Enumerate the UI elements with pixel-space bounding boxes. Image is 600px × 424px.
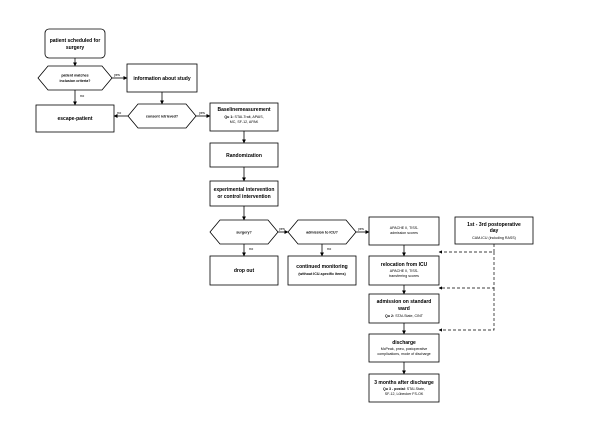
label-yes-inclusion: yes: [114, 73, 120, 77]
scheduled-line2: surgery: [66, 45, 85, 51]
icu-text: admission to ICU?: [306, 231, 338, 235]
postop-line3: CAM-ICU (including RASS): [472, 236, 516, 240]
escape-text: escape-patient: [57, 116, 92, 122]
apache-line1: APACHE II, TISS-: [390, 226, 419, 230]
info-text: information about study: [133, 76, 190, 82]
svg-text:Qu 1: STAI-Trait, APAIS,: Qu 1: STAI-Trait, APAIS,: [224, 115, 263, 119]
baseline-line2: MC, SF-12, APAK: [230, 120, 259, 124]
node-escape: escape-patient: [35, 104, 115, 133]
postop-line2: day: [490, 228, 499, 234]
node-intervention: experimental intervention or control int…: [209, 180, 279, 207]
inclusion-line1: patient matches: [61, 74, 88, 78]
node-baseline: Baselinemeasurement Qu 1: STAI-Trait, AP…: [209, 102, 279, 132]
surgery-text: surgery?: [236, 231, 251, 235]
node-randomization: Randomization: [209, 142, 279, 168]
node-consent-decision: consent retrieved?: [127, 103, 197, 129]
node-scheduled: patient scheduled for surgery: [44, 28, 106, 59]
ward-line2: ward: [397, 306, 410, 312]
edge-labels: yes no no yes yes no yes no: [80, 73, 364, 251]
relocation-line2: transferring scores: [389, 274, 419, 278]
relocation-title: relocation from ICU: [381, 262, 428, 268]
monitoring-line1: continued monitoring: [296, 264, 347, 270]
node-monitoring: continued monitoring (without ICU-specif…: [287, 255, 357, 286]
label-no-inclusion: no: [80, 94, 84, 98]
baseline-line1: STAI-Trait, APAIS,: [234, 115, 264, 119]
node-surgery-decision: surgery?: [209, 219, 279, 245]
node-months: 3 months after discharge Qu 3 - postal: …: [368, 373, 440, 403]
ward-line3: STAI-State, CINT: [394, 314, 423, 318]
label-no-consent: no: [117, 111, 121, 115]
consent-text: consent retrieved?: [146, 115, 178, 119]
discharge-title: discharge: [392, 340, 416, 346]
baseline-title: Baselinemeasurement: [217, 107, 270, 113]
svg-text:Qu 2: STAI-State, CINT: Qu 2: STAI-State, CINT: [385, 314, 424, 318]
node-discharge: discharge McPeak, pneu, postoperative co…: [368, 333, 440, 363]
apache-line2: admission scores: [390, 231, 418, 235]
discharge-line2: complications, mode of discharge: [377, 352, 430, 356]
node-ward: admission on standard ward Qu 2: STAI-St…: [368, 293, 440, 324]
discharge-line1: McPeak, pneu, postoperative: [381, 347, 428, 351]
svg-text:Qu 3 - postal: STAI-State,: Qu 3 - postal: STAI-State,: [383, 387, 425, 391]
baseline-qu1: Qu 1:: [224, 115, 233, 119]
label-no-surgery: no: [249, 247, 253, 251]
months-title: 3 months after discharge: [374, 380, 434, 386]
intervention-line2: or control intervention: [217, 194, 270, 200]
edge-postop-relocation: [438, 252, 495, 290]
dropout-text: drop out: [234, 268, 255, 274]
months-line1: : STAI-State,: [405, 387, 425, 391]
label-yes-surgery: yes: [279, 227, 285, 231]
scheduled-line1: patient scheduled for: [50, 38, 101, 44]
months-line2: SF-12, Lübecker FS-OK: [385, 392, 424, 396]
edge-postop-apache: [438, 244, 495, 254]
intervention-line1: experimental intervention: [214, 187, 275, 193]
ward-line1: admission on standard: [377, 299, 432, 305]
inclusion-line2: inclusion criteria?: [60, 79, 91, 83]
connectors: [73, 58, 495, 375]
node-dropout: drop out: [209, 255, 279, 286]
node-info: information about study: [126, 63, 198, 93]
node-icu-decision: admission to ICU?: [287, 219, 357, 245]
label-yes-icu: yes: [358, 227, 364, 231]
months-qu3: Qu 3 - postal: [383, 387, 405, 391]
randomization-text: Randomization: [226, 153, 262, 159]
node-inclusion-decision: patient matches inclusion criteria?: [37, 65, 113, 91]
monitoring-line2: (without ICU-specific items): [298, 272, 346, 276]
relocation-line1: APACHE II, TISS-: [390, 269, 419, 273]
node-apache: APACHE II, TISS- admission scores: [368, 216, 440, 246]
label-no-icu: no: [327, 247, 331, 251]
edge-postop-ward: [438, 288, 495, 332]
label-yes-consent: yes: [199, 111, 205, 115]
postop-line1: 1st - 3rd postoperative: [467, 222, 521, 228]
node-postop: 1st - 3rd postoperative day CAM-ICU (inc…: [454, 216, 534, 245]
ward-qu2: Qu 2:: [385, 314, 394, 318]
node-relocation: relocation from ICU APACHE II, TISS- tra…: [368, 255, 440, 286]
